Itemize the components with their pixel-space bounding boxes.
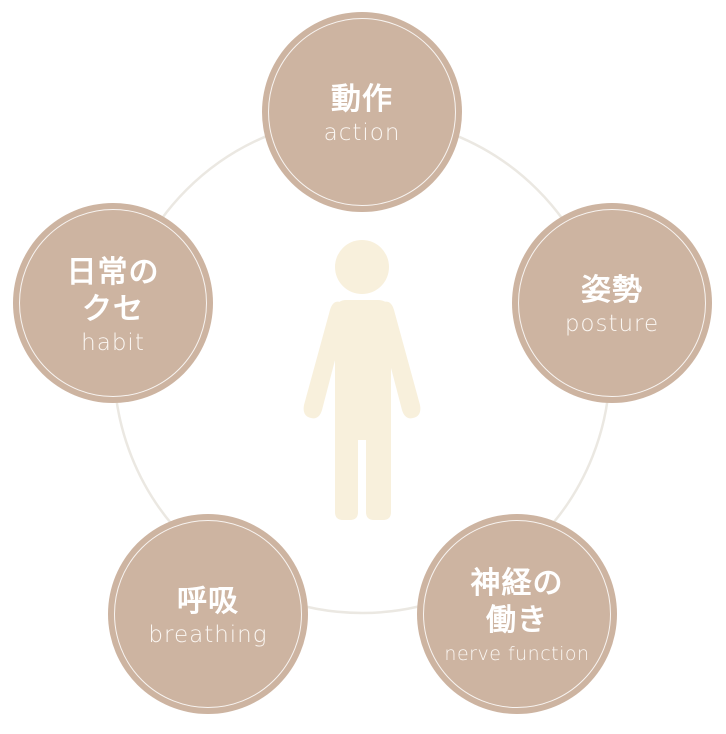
node-title-jp: 呼吸	[177, 583, 239, 619]
node-nerve-function: 神経の 働き nerve function	[417, 514, 617, 714]
node-ring	[423, 520, 611, 708]
node-ring	[268, 18, 456, 206]
node-habit: 日常の クセ habit	[13, 203, 213, 403]
node-title-jp-line2: クセ	[82, 292, 144, 327]
node-title-en: posture	[564, 310, 660, 337]
node-title-jp: 動作	[331, 81, 393, 117]
node-title-en: action	[323, 119, 401, 146]
node-label: 姿勢 posture	[512, 203, 712, 403]
node-ring	[114, 520, 302, 708]
node-title-en: habit	[81, 330, 145, 356]
node-title-en: breathing	[148, 621, 268, 648]
node-title-en: nerve function	[444, 643, 590, 665]
node-action: 動作 action	[262, 12, 462, 212]
node-title-jp: 日常の	[66, 255, 160, 290]
node-title-jp-line2: 働き	[486, 603, 548, 638]
node-label: 神経の 働き nerve function	[417, 514, 617, 714]
node-ring	[19, 209, 207, 397]
node-breathing: 呼吸 breathing	[108, 514, 308, 714]
node-title-jp: 神経の	[470, 566, 564, 601]
node-title-jp: 姿勢	[581, 272, 643, 308]
node-ring	[518, 209, 706, 397]
node-label: 日常の クセ habit	[13, 203, 213, 403]
node-label: 呼吸 breathing	[108, 514, 308, 714]
node-label: 動作 action	[262, 12, 462, 212]
node-posture: 姿勢 posture	[512, 203, 712, 403]
